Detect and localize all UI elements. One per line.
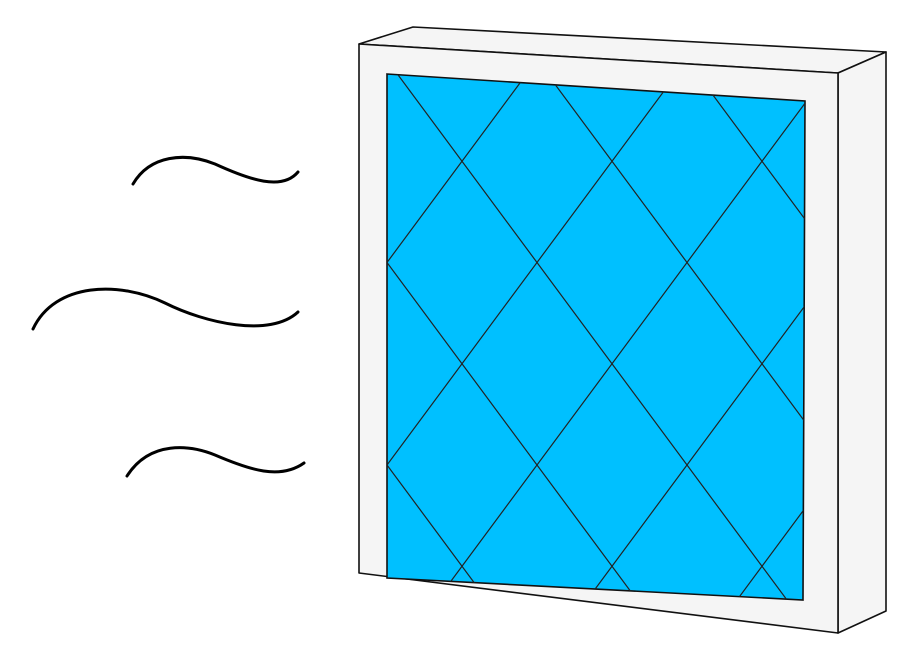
filter-mesh — [0, 60, 805, 620]
mesh-line — [721, 74, 805, 600]
mesh-line — [387, 74, 688, 600]
airflow-line — [131, 155, 300, 186]
mesh-line — [0, 60, 87, 620]
filter-media — [0, 60, 806, 620]
mesh-line — [387, 74, 653, 600]
airflow-line — [31, 287, 300, 331]
airflow-line — [125, 446, 306, 478]
mesh-line — [0, 60, 52, 620]
mesh-line — [0, 60, 202, 620]
mesh-line — [387, 74, 388, 600]
filter-media-panel — [386, 73, 806, 601]
mesh-line — [0, 60, 237, 620]
mesh-line — [387, 74, 803, 600]
mesh-line — [686, 74, 805, 600]
frame-side-face — [837, 51, 887, 634]
mesh-line — [571, 74, 805, 600]
mesh-line — [387, 74, 503, 600]
mesh-line — [0, 60, 352, 620]
airflow-lines — [31, 155, 306, 478]
mesh-line — [421, 74, 805, 600]
mesh-line — [536, 74, 805, 600]
mesh-line — [387, 74, 538, 600]
